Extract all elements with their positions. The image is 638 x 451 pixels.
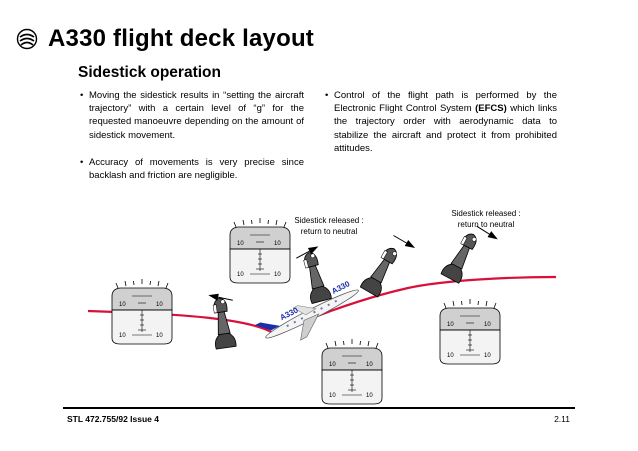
right-bullet-text-b: which links the trajectory order with ae… [334, 103, 558, 154]
footer-divider [63, 407, 575, 409]
left-bullet-2: Accuracy of movements is very precise si… [80, 156, 304, 182]
attitude-indicator-lower: 10 10 10 10 [321, 338, 383, 405]
right-bullet-1: Control of the flight path is performed … [325, 89, 557, 155]
released-note-right: Sidestick released : return to neutral [451, 209, 521, 229]
svg-text:10: 10 [484, 353, 491, 359]
released-note-center: Sidestick released : return to neutral [294, 216, 364, 236]
svg-text:10: 10 [447, 322, 454, 328]
svg-text:10: 10 [156, 333, 163, 339]
attitude-indicator-left: 10 10 10 10 [111, 278, 173, 345]
page-title: A330 flight deck layout [48, 25, 314, 52]
svg-text:10: 10 [274, 272, 281, 278]
flight-path-line [87, 275, 557, 336]
attitude-indicator-right: 10 10 10 10 [439, 298, 501, 365]
svg-text:10: 10 [329, 362, 336, 368]
svg-text:10: 10 [156, 302, 163, 308]
sidestick-icon-4 [440, 229, 483, 284]
sidestick-icon-3 [359, 243, 404, 298]
svg-text:10: 10 [237, 241, 244, 247]
section-title: Sidestick operation [78, 64, 221, 81]
svg-text:10: 10 [329, 393, 336, 399]
left-text-column: Moving the sidestick results in “setting… [80, 89, 304, 182]
right-bullet-text-a: Control of the flight path is performed … [334, 90, 557, 115]
svg-text:10: 10 [119, 333, 126, 339]
document-reference: STL 472.755/92 Issue 4 [67, 414, 159, 424]
attitude-indicator-upper: 10 10 10 10 [229, 217, 291, 284]
arrow-icon-right [391, 231, 418, 252]
svg-text:10: 10 [274, 241, 281, 247]
svg-text:10: 10 [366, 362, 373, 368]
airbus-swirl-icon [16, 28, 38, 50]
page-number: 2.11 [554, 414, 570, 424]
sidestick-icon-1 [208, 296, 237, 350]
svg-text:10: 10 [484, 322, 491, 328]
svg-text:10: 10 [366, 393, 373, 399]
svg-text:10: 10 [119, 302, 126, 308]
svg-text:10: 10 [237, 272, 244, 278]
svg-text:10: 10 [447, 353, 454, 359]
right-text-column: Control of the flight path is performed … [325, 89, 557, 155]
left-bullet-1: Moving the sidestick results in “setting… [80, 89, 304, 142]
sidestick-icon-2 [298, 249, 333, 305]
a330-aircraft-icon: A330 A330 [254, 279, 359, 341]
efcs-acronym: (EFCS) [475, 103, 507, 115]
